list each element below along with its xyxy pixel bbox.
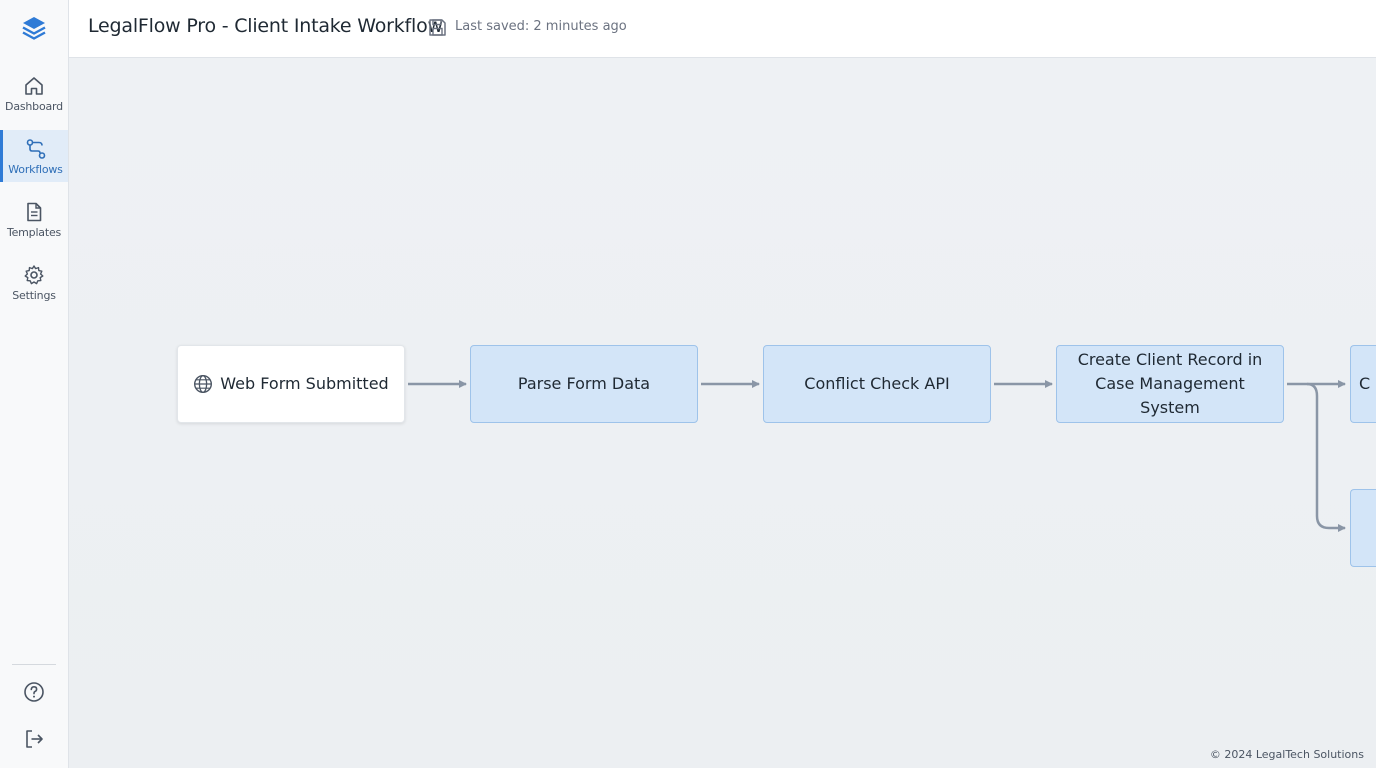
last-saved-status: Last saved: 2 minutes ago — [455, 19, 627, 34]
sidebar-item-label: Workflows — [8, 163, 63, 176]
workflow-canvas[interactable]: Web Form Submitted Parse Form Data Confl… — [69, 58, 1376, 768]
sidebar-item-templates[interactable]: Templates — [0, 193, 68, 245]
sidebar-item-label: Dashboard — [5, 100, 63, 113]
sidebar-item-settings[interactable]: Settings — [0, 256, 68, 308]
node-conflict-check-api[interactable]: Conflict Check API — [763, 345, 991, 423]
copyright-footer: © 2024 LegalTech Solutions — [1209, 748, 1364, 761]
connectors — [408, 380, 1346, 532]
save-icon[interactable] — [428, 18, 447, 37]
sidebar-divider — [12, 664, 56, 665]
node-label: Parse Form Data — [517, 374, 651, 393]
sidebar: Dashboard Workflows Templates — [0, 0, 69, 768]
node-label: Web Form Submitted — [220, 374, 389, 393]
node-partial-top[interactable]: C — [1350, 345, 1376, 423]
node-partial-bottom[interactable] — [1350, 489, 1376, 567]
sidebar-item-label: Settings — [12, 289, 56, 302]
header: LegalFlow Pro - Client Intake Workflow L… — [69, 0, 1376, 58]
help-icon[interactable] — [23, 681, 45, 703]
node-create-client-record[interactable]: Create Client Record in Case Management … — [1056, 345, 1284, 423]
node-label: C — [1359, 374, 1371, 393]
logout-icon[interactable] — [23, 728, 45, 750]
globe-icon — [194, 374, 213, 394]
document-icon — [27, 202, 42, 222]
node-parse-form-data[interactable]: Parse Form Data — [470, 345, 698, 423]
node-label: Conflict Check API — [804, 374, 950, 393]
sidebar-item-label: Templates — [6, 226, 62, 239]
connector-arrow — [1306, 382, 1346, 532]
sidebar-item-workflows[interactable]: Workflows — [0, 130, 68, 182]
node-web-form-submitted[interactable]: Web Form Submitted — [177, 345, 405, 423]
workflow-icon — [26, 139, 45, 159]
page-title: LegalFlow Pro - Client Intake Workflow — [88, 15, 443, 37]
gear-icon — [24, 265, 44, 285]
sidebar-item-dashboard[interactable]: Dashboard — [0, 67, 68, 119]
node-label: Create Client Record in Case Management … — [1077, 350, 1263, 417]
home-icon — [25, 77, 43, 95]
layers-icon[interactable] — [21, 15, 47, 41]
